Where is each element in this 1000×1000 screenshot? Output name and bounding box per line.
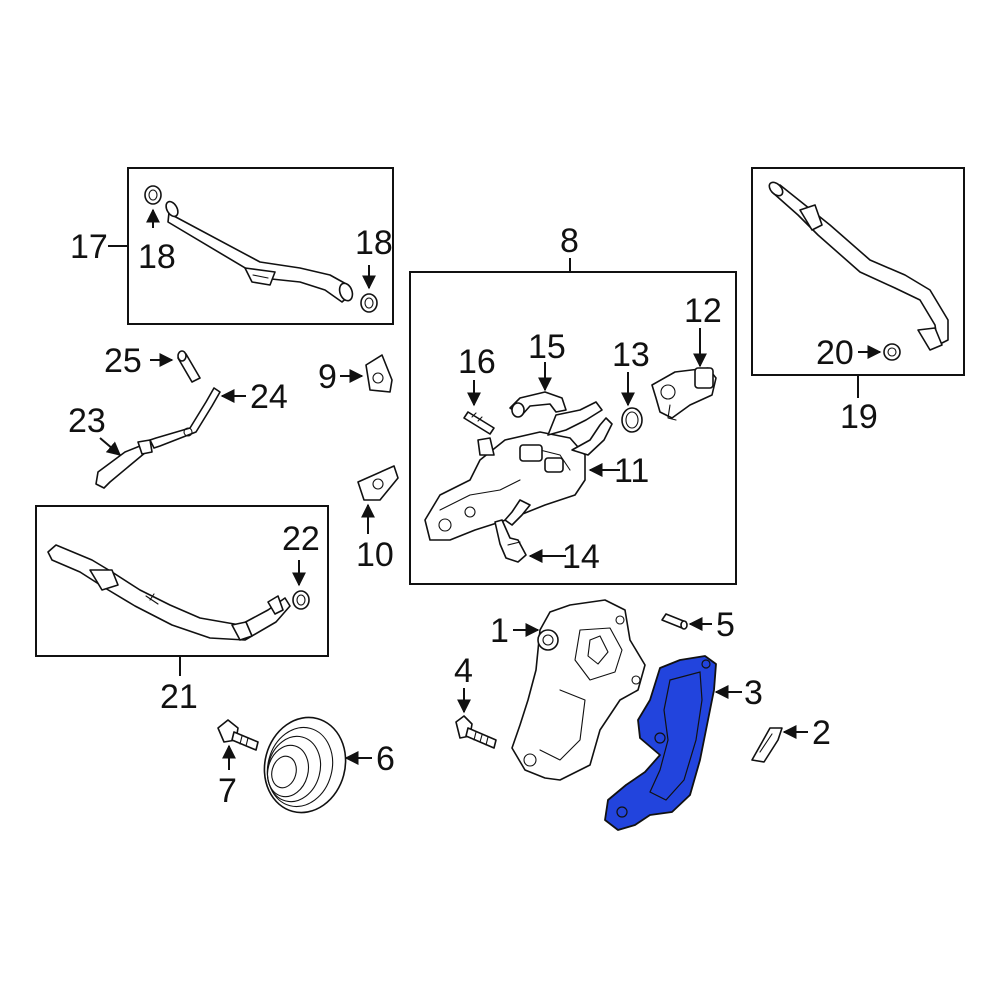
callout-6[interactable]: 6 [376, 740, 395, 778]
callout-12[interactable]: 12 [684, 292, 722, 330]
connector-25[interactable] [177, 350, 201, 383]
thermostat-12[interactable] [651, 367, 717, 421]
callout-14[interactable]: 14 [562, 538, 600, 576]
o-ring-18-left[interactable] [144, 185, 162, 205]
gasket-9[interactable] [365, 354, 393, 393]
callout-21[interactable]: 21 [160, 678, 198, 716]
group-21-box: 21 22 [35, 505, 329, 716]
coolant-pipe-17[interactable] [164, 200, 355, 303]
coolant-pipe-21[interactable] [47, 544, 291, 641]
dowel-pin-5[interactable] [661, 613, 688, 630]
pulley-6[interactable] [254, 708, 356, 821]
callout-11[interactable]: 11 [614, 452, 649, 490]
thermostat-housing-11[interactable] [424, 401, 613, 541]
callout-10[interactable]: 10 [356, 536, 394, 574]
gasket-2[interactable] [751, 727, 783, 763]
callout-15[interactable]: 15 [528, 328, 566, 366]
callout-7[interactable]: 7 [218, 772, 237, 810]
callout-13[interactable]: 13 [612, 336, 650, 374]
o-ring-22[interactable] [292, 590, 310, 610]
bolt-4[interactable] [455, 715, 497, 749]
callout-17[interactable]: 17 [70, 228, 108, 266]
callout-2[interactable]: 2 [812, 714, 831, 752]
stud-16[interactable] [463, 411, 495, 435]
group-19-box: 19 20 [751, 167, 965, 436]
callout-1[interactable]: 1 [490, 612, 509, 650]
group-8-box: 8 11 16 [409, 222, 737, 585]
callout-25[interactable]: 25 [104, 342, 142, 380]
callout-19[interactable]: 19 [840, 398, 878, 436]
callout-18-left[interactable]: 18 [138, 238, 176, 276]
water-pump-1[interactable] [511, 599, 646, 781]
callout-8[interactable]: 8 [560, 222, 579, 260]
callout-24[interactable]: 24 [250, 378, 288, 416]
coolant-hose-15[interactable] [509, 391, 567, 418]
water-pump-gasket-3[interactable] [604, 655, 717, 831]
gasket-13[interactable] [621, 407, 643, 433]
gasket-10[interactable] [357, 465, 399, 501]
callout-4[interactable]: 4 [454, 652, 473, 690]
callout-5[interactable]: 5 [716, 606, 735, 644]
coolant-tube-24[interactable] [149, 387, 221, 449]
bolt-7[interactable] [217, 719, 259, 751]
hose-23[interactable] [95, 439, 153, 489]
callout-3[interactable]: 3 [744, 674, 763, 712]
group-17-box: 17 18 18 [70, 167, 394, 325]
o-ring-20[interactable] [883, 343, 901, 361]
o-ring-18-right[interactable] [360, 293, 378, 313]
callout-20[interactable]: 20 [816, 334, 854, 372]
callout-9[interactable]: 9 [318, 358, 337, 396]
callout-18-right[interactable]: 18 [355, 224, 393, 262]
coolant-pipe-19[interactable] [767, 180, 949, 351]
callout-22[interactable]: 22 [282, 520, 320, 558]
temperature-sensor-14[interactable] [494, 519, 527, 563]
callout-23[interactable]: 23 [68, 402, 106, 440]
callout-16[interactable]: 16 [458, 343, 496, 381]
